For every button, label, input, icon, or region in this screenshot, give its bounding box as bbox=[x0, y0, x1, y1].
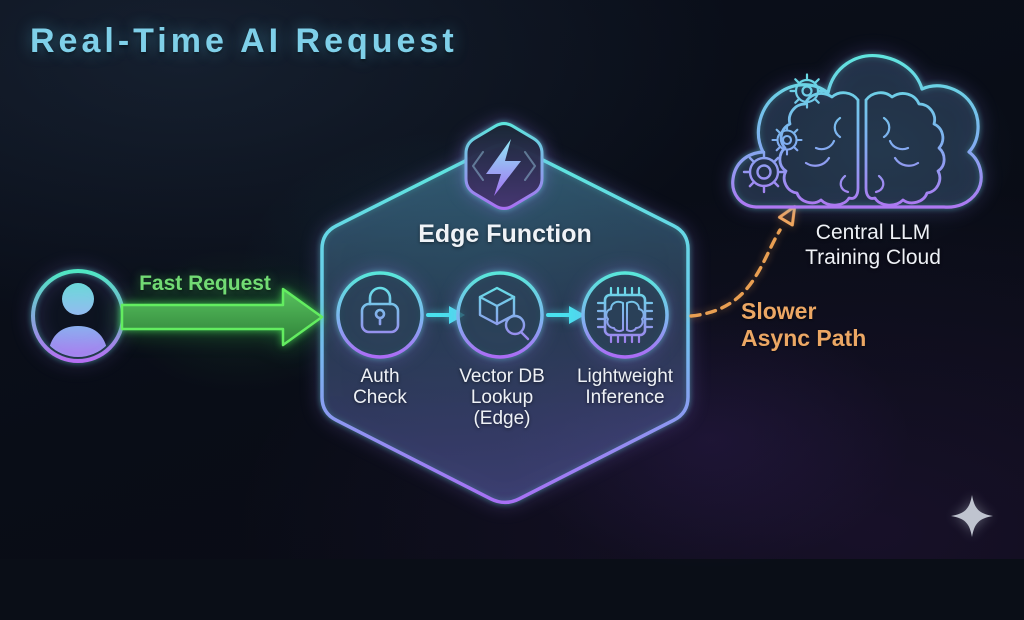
step-connector-2 bbox=[546, 306, 585, 324]
slower-async-path-label: Slower Async Path bbox=[741, 298, 867, 351]
code-brackets-icon bbox=[472, 151, 536, 181]
step-label-lightweight-inference: Lightweight Inference bbox=[576, 366, 674, 408]
fast-request-label: Fast Request bbox=[139, 272, 271, 295]
gears-icon bbox=[742, 73, 825, 194]
page-title: Real-Time AI Request bbox=[30, 22, 458, 60]
lightning-bolt-icon bbox=[486, 139, 521, 196]
fast-request-arrow bbox=[120, 287, 324, 347]
chip-brain-icon bbox=[596, 286, 654, 344]
step-circle-vector-db bbox=[456, 271, 544, 359]
central-llm-cloud-label: Central LLM Training Cloud bbox=[805, 221, 941, 269]
brain-icon bbox=[778, 91, 946, 207]
async-arrow-head-icon bbox=[777, 205, 797, 227]
cube-search-icon bbox=[478, 286, 530, 341]
sparkle-icon bbox=[951, 495, 993, 537]
step-circle-auth bbox=[336, 271, 424, 359]
edge-function-title: Edge Function bbox=[418, 220, 592, 248]
step-circle-inference bbox=[581, 271, 669, 359]
avatar-head bbox=[62, 283, 94, 315]
diagram-canvas bbox=[31, 54, 993, 537]
central-llm-cloud bbox=[731, 54, 983, 209]
arrow-head-icon bbox=[569, 306, 585, 324]
lock-icon bbox=[360, 286, 400, 334]
async-path bbox=[689, 205, 797, 318]
step-label-vector-db-lookup: Vector DB Lookup (Edge) bbox=[459, 366, 545, 429]
user-avatar-icon bbox=[31, 269, 125, 363]
step-label-auth-check: Auth Check bbox=[353, 366, 407, 408]
edge-function-badge bbox=[464, 122, 544, 210]
